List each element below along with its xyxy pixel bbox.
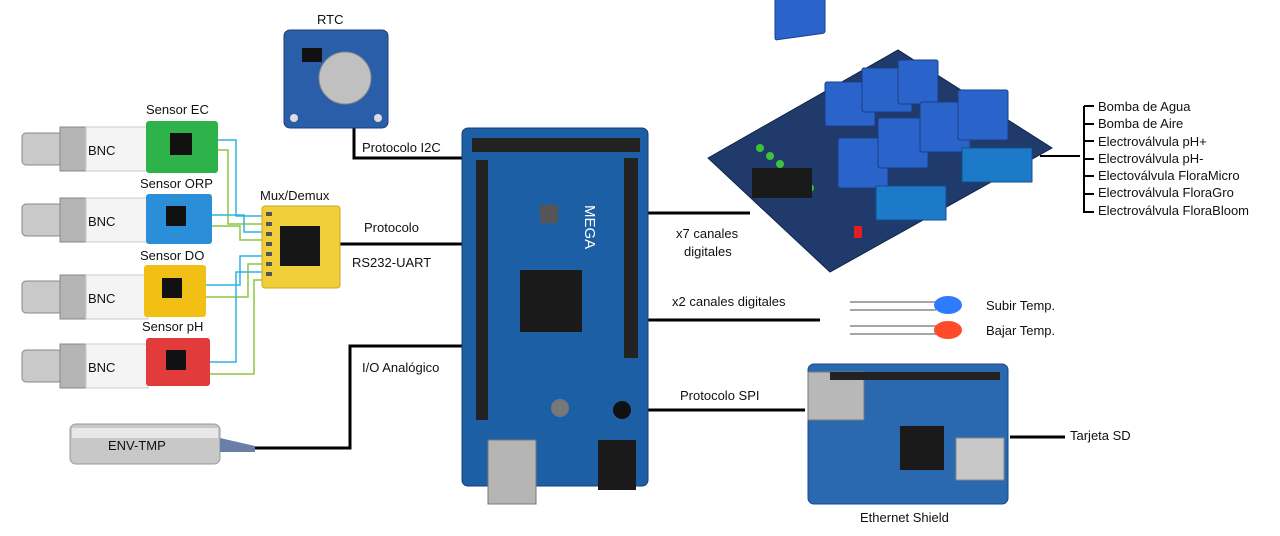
rs232-label: RS232-UART: [352, 255, 432, 270]
relay-output-item: Bomba de Aire: [1098, 116, 1184, 132]
arduino-mega-board: MEGA: [461, 127, 649, 505]
protocol-label: Protocolo: [364, 220, 419, 235]
relay-output-item: Electroválvula pH+: [1098, 133, 1207, 149]
bnc-connector-1: [21, 126, 149, 172]
bnc-label-3: BNC: [88, 291, 116, 306]
x2-label: x2 canales digitales: [672, 294, 786, 309]
relay-output-item: Bomba de Agua: [1098, 99, 1191, 114]
sensor-wires: [205, 139, 262, 375]
subir-temp-label: Subir Temp.: [986, 298, 1056, 313]
relay-output-item: Electroválvula pH-: [1098, 150, 1204, 166]
bnc-connector-2: [21, 197, 149, 243]
mux-label: Mux/Demux: [260, 188, 330, 203]
led-red-icon: [934, 321, 962, 339]
sensor-ph-label: Sensor pH: [142, 319, 204, 334]
bnc-connector-3: [21, 274, 149, 320]
bnc-label-4: BNC: [88, 360, 116, 375]
rtc-module: [283, 29, 389, 129]
x7-label-line1: x7 canales: [676, 226, 739, 241]
led-indicators: [850, 296, 962, 339]
bnc-connectors: [21, 126, 149, 389]
mux-board: [261, 205, 341, 289]
board-text: MEGA: [581, 205, 598, 249]
x7-label-line2: digitales: [684, 244, 732, 259]
relay-output-item: Electoválvula FloraMicro: [1098, 168, 1240, 184]
ethernet-shield-label: Ethernet Shield: [860, 510, 949, 525]
bnc-label-1: BNC: [88, 143, 116, 158]
connection-lines: [255, 128, 1065, 450]
sensor-orp-label: Sensor ORP: [140, 176, 213, 191]
sensor-ec-label: Sensor EC: [146, 102, 209, 117]
rtc-label: RTC: [317, 12, 344, 27]
env-tmp-label: ENV-TMP: [108, 438, 166, 453]
led-blue-icon: [934, 296, 962, 314]
bnc-connector-4: [21, 343, 149, 389]
relay-output-list: Bomba de Agua Bomba de Aire Electroválvu…: [1098, 98, 1249, 219]
sensor-boards: [144, 121, 218, 386]
spi-label: Protocolo SPI: [680, 388, 760, 403]
bajar-temp-label: Bajar Temp.: [986, 323, 1056, 338]
io-analog-label: I/O Analógico: [362, 360, 440, 375]
ethernet-shield: [807, 363, 1009, 505]
i2c-line: [352, 128, 462, 160]
relay-board: [707, 0, 1053, 273]
bnc-label-2: BNC: [88, 214, 116, 229]
relay-output-item: Electroválvula FloraBloom: [1098, 202, 1250, 218]
env-tmp-probe: [69, 423, 255, 465]
analog-line: [255, 344, 462, 450]
relay-output-bracket: [1040, 105, 1094, 213]
protocol-i2c-label: Protocolo I2C: [362, 140, 441, 155]
relay-output-item: Electroválvula FloraGro: [1098, 185, 1234, 201]
sensor-do-label: Sensor DO: [140, 248, 205, 263]
sd-card-label: Tarjeta SD: [1070, 428, 1131, 443]
